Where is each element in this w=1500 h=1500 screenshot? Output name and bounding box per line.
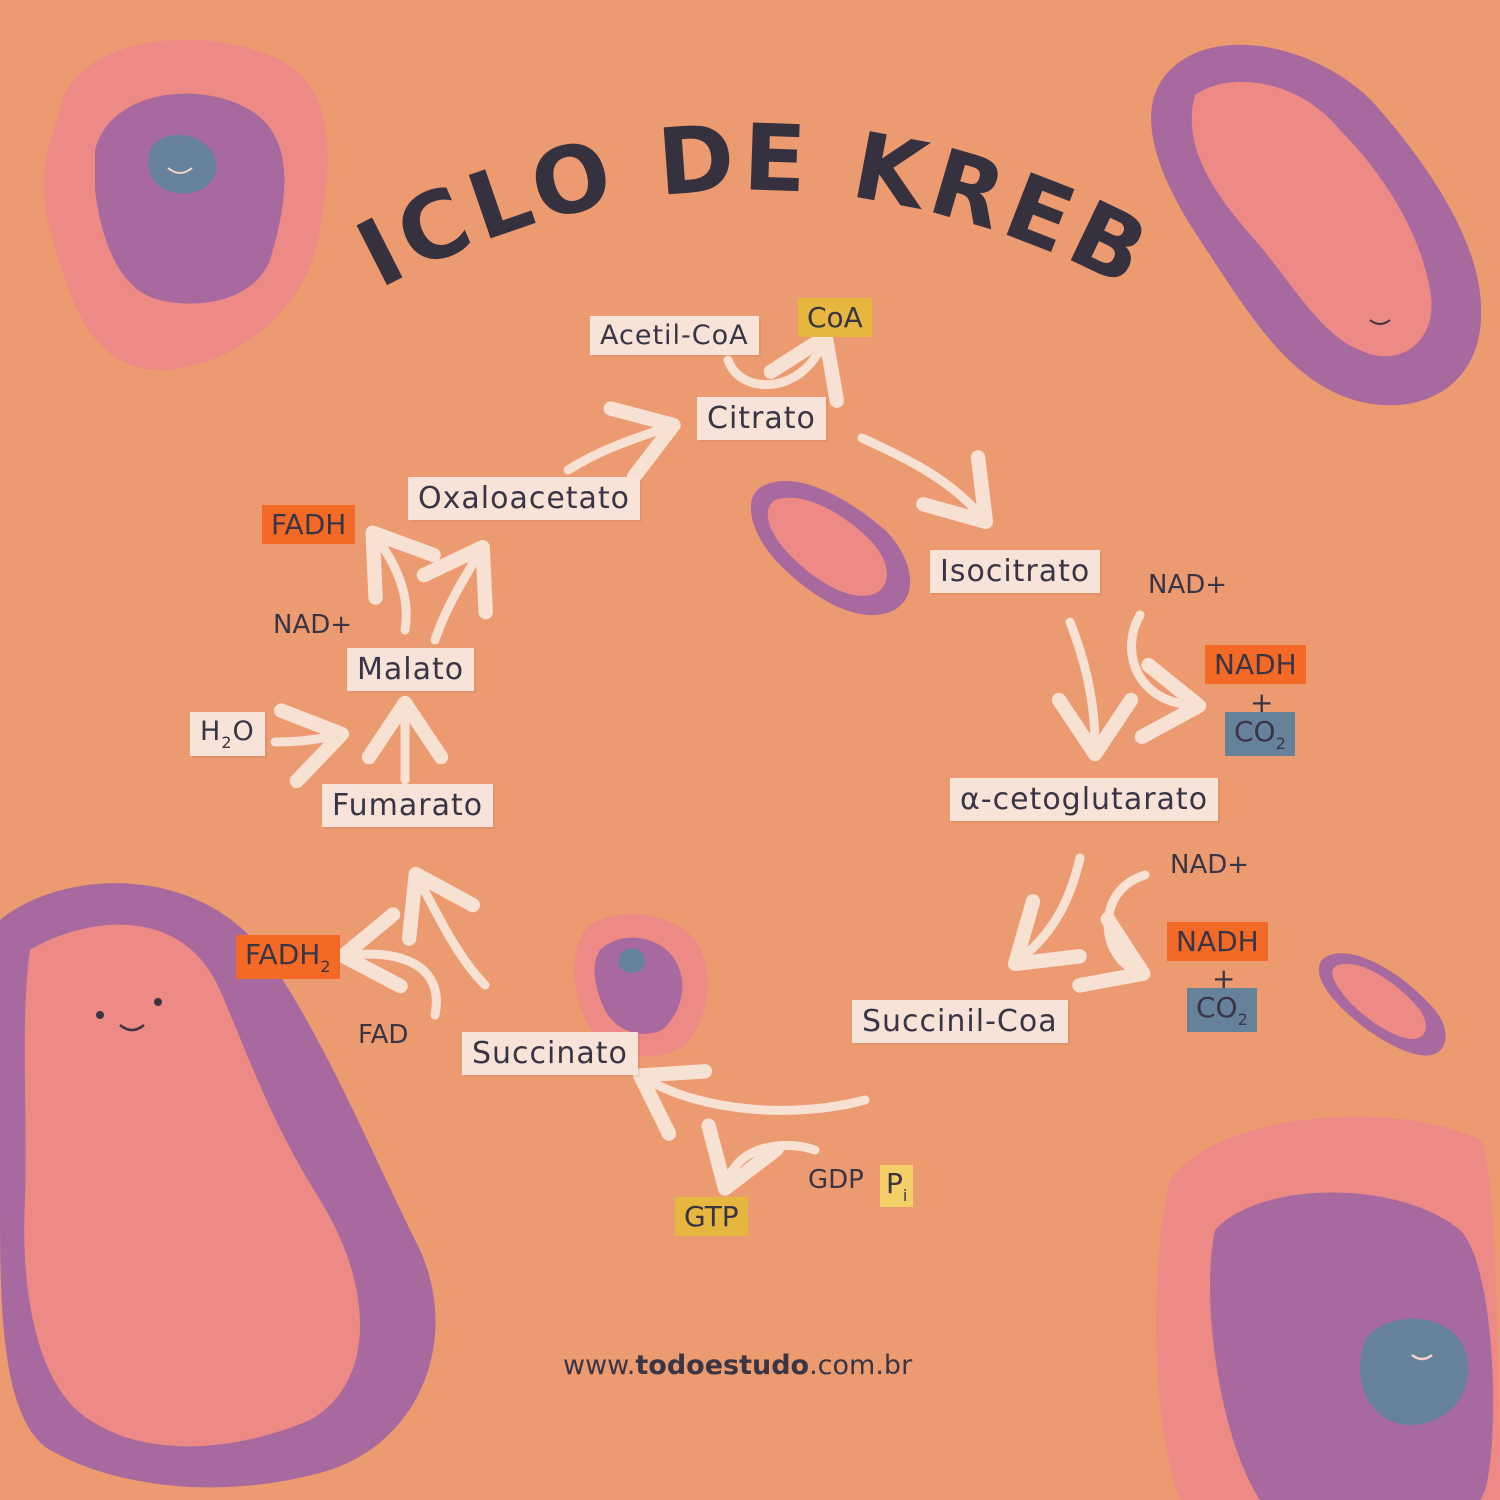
cell-small-illustration: [574, 913, 708, 1057]
website-footer: www.todoestudo.com.br: [563, 1350, 913, 1381]
mitochondrion-top-right-illustration: [1151, 44, 1482, 406]
nucleus-face-icon-2: [1360, 1318, 1469, 1425]
mitochondrion-bottom-left-illustration: [0, 883, 436, 1488]
mitochondrion-small-illustration: [750, 481, 911, 616]
plus-1: +: [1250, 686, 1274, 719]
nad-plus-2: NAD+: [1170, 850, 1250, 880]
nad-plus-3: NAD+: [273, 610, 353, 640]
co2-tag-1: CO2: [1225, 712, 1295, 756]
citrato-label: Citrato: [697, 397, 826, 440]
succinil-coa-label: Succinil-Coa: [852, 1000, 1068, 1043]
oxaloacetato-label: Oxaloacetato: [408, 477, 641, 520]
mitochondrion-tiny-illustration: [1318, 953, 1446, 1056]
fadh2-tag: FADH2: [236, 935, 340, 979]
gtp-tag: GTP: [675, 1197, 748, 1236]
fad-label: FAD: [358, 1020, 409, 1050]
plus-2: +: [1212, 962, 1236, 995]
page-title: CICLO DE KREBS: [0, 0, 1168, 309]
succinato-label: Succinato: [462, 1032, 638, 1075]
alfa-cetoglutarato-label: α-cetoglutarato: [950, 778, 1219, 821]
co2-tag-2: CO2: [1187, 988, 1257, 1032]
nucleus-face-icon: [148, 135, 217, 194]
malato-label: Malato: [347, 648, 475, 691]
cell-top-left-illustration: [43, 39, 328, 371]
pi-tag: Pi: [880, 1165, 914, 1207]
fumarato-label: Fumarato: [322, 784, 494, 827]
nadh-tag-1: NADH: [1205, 645, 1306, 684]
svg-text:CICLO DE KREBS: CICLO DE KREBS: [0, 0, 1168, 309]
fadh-tag: FADH: [262, 505, 356, 544]
cycle-arrows: [270, 329, 1207, 1196]
nad-plus-1: NAD+: [1148, 570, 1228, 600]
isocitrato-label: Isocitrato: [930, 550, 1101, 593]
cell-bottom-right-illustration: [1156, 1116, 1500, 1500]
coa-tag: CoA: [798, 298, 872, 337]
gdp-label: GDP: [808, 1165, 864, 1195]
h2o-label: H2O: [190, 712, 265, 756]
nadh-tag-2: NADH: [1167, 922, 1268, 961]
acetil-coa-label: Acetil-CoA: [590, 316, 759, 355]
